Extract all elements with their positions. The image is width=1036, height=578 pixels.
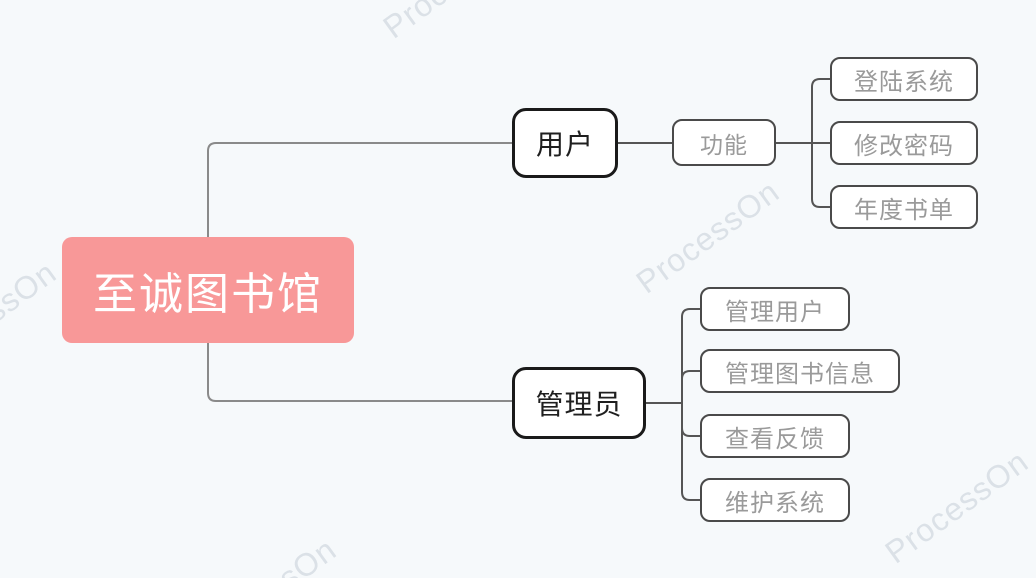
leaf-node-view-feedback[interactable]: 查看反馈 <box>700 414 850 458</box>
connector-admin-to-manage-users <box>681 308 701 404</box>
node-function[interactable]: 功能 <box>672 119 776 166</box>
leaf-node-manage-users[interactable]: 管理用户 <box>700 287 850 331</box>
connector-admin-to-maintain <box>681 402 701 501</box>
connector-root-to-admin <box>207 341 513 402</box>
connector-admin-to-manage-books <box>681 370 701 404</box>
branch-node-admin[interactable]: 管理员 <box>512 367 646 439</box>
leaf-node-login-system[interactable]: 登陆系统 <box>830 57 978 101</box>
branch-node-user[interactable]: 用户 <box>512 108 618 178</box>
root-node-library[interactable]: 至诚图书馆 <box>62 237 354 343</box>
connector-admin-to-feedback <box>681 402 701 437</box>
leaf-node-maintain-system[interactable]: 维护系统 <box>700 478 850 522</box>
connector-function-to-login <box>811 78 831 144</box>
connector-root-to-user <box>207 142 513 239</box>
leaf-node-manage-book-info[interactable]: 管理图书信息 <box>700 349 900 393</box>
leaf-node-annual-booklist[interactable]: 年度书单 <box>830 185 978 229</box>
leaf-node-change-password[interactable]: 修改密码 <box>830 121 978 165</box>
connector-function-to-booklist <box>811 142 831 208</box>
